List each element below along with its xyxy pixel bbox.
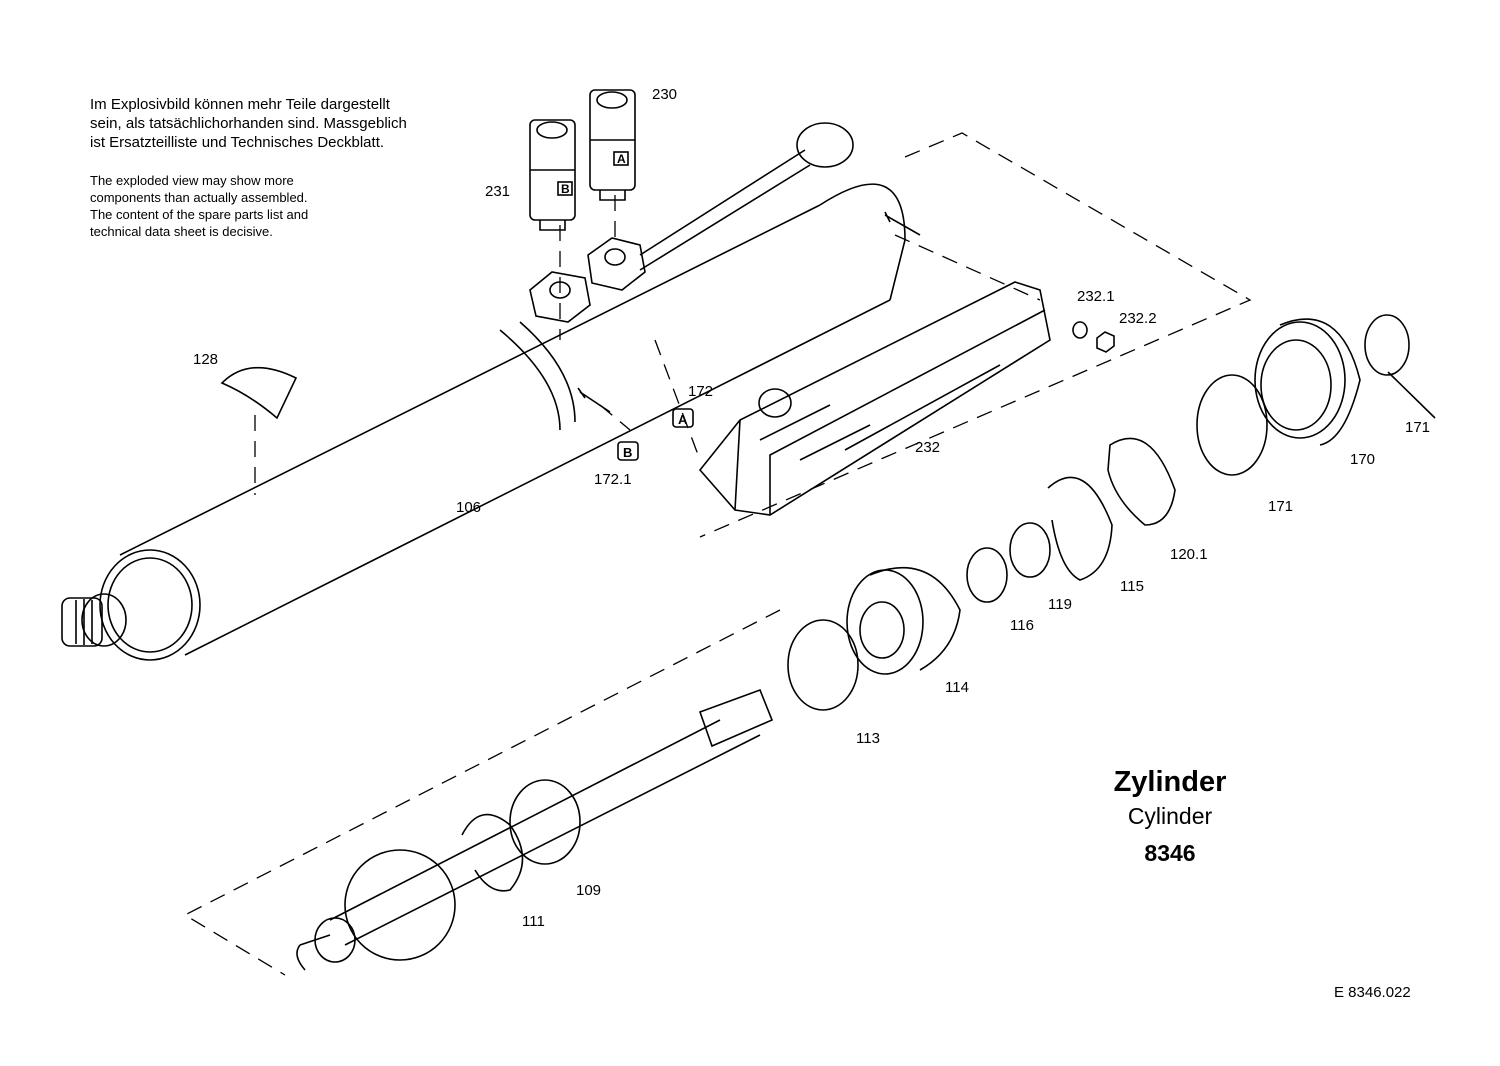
callout-232-1: 232.1 xyxy=(1077,288,1115,305)
callout-172: 172 xyxy=(688,383,713,400)
disclaimer-english-line: technical data sheet is decisive. xyxy=(90,223,273,239)
screw-lower xyxy=(577,387,611,413)
retaining-ring-115 xyxy=(1047,476,1113,581)
disclaimer-german-line: ist Ersatzteilliste und Technisches Deck… xyxy=(90,133,385,151)
callout-170: 170 xyxy=(1350,451,1375,468)
callout-232-2: 232.2 xyxy=(1119,310,1157,327)
check-valve-230: A xyxy=(589,89,636,201)
snap-ring-large xyxy=(1196,374,1268,476)
callout-116: 116 xyxy=(1010,617,1034,634)
callout-171-upper: 171 xyxy=(1405,419,1430,436)
callout-231: 231 xyxy=(485,183,510,200)
callout-114: 114 xyxy=(945,679,969,696)
port-marker-a: A xyxy=(678,412,688,427)
disclaimer-german-line: sein, als tatsächlichorhanden sind. Mass… xyxy=(90,114,407,132)
callout-115: 115 xyxy=(1120,578,1144,595)
disclaimer-german-line: Im Explosivbild können mehr Teile darges… xyxy=(90,96,390,113)
callout-119: 119 xyxy=(1048,596,1072,613)
cylinder-barrel xyxy=(61,122,906,661)
ring-109 xyxy=(509,779,581,865)
title-english: Cylinder xyxy=(1127,803,1213,829)
callout-106: 106 xyxy=(456,499,481,516)
piston xyxy=(846,566,961,675)
callout-232: 232 xyxy=(915,439,940,456)
callout-172-1: 172.1 xyxy=(594,471,632,488)
callout-109: 109 xyxy=(576,882,601,899)
screw-upper xyxy=(884,211,921,236)
seal-116 xyxy=(966,547,1008,603)
port-marker-b: B xyxy=(623,445,632,460)
disclaimer-english: The exploded view may show more componen… xyxy=(90,173,410,241)
ring-111 xyxy=(461,813,524,892)
piston-rod xyxy=(296,688,774,971)
nut xyxy=(1096,331,1115,353)
washer xyxy=(1072,321,1088,339)
lock-washer xyxy=(1107,437,1176,526)
disclaimer-german: Im Explosivbild können mehr Teile darges… xyxy=(90,96,490,152)
drawing-number: E 8346.022 xyxy=(1334,984,1411,1001)
callout-230: 230 xyxy=(652,86,677,103)
svg-text:B: B xyxy=(561,182,570,196)
disclaimer-english-line: components than actually assembled. xyxy=(90,189,308,205)
circlip-small xyxy=(1364,314,1436,419)
title-block: Zylinder Cylinder 8346 xyxy=(1090,766,1250,867)
callout-111: 111 xyxy=(522,913,545,930)
title-german: Zylinder xyxy=(1113,766,1227,798)
title-number: 8346 xyxy=(1144,840,1196,866)
disclaimer-english-line: The content of the spare parts list and xyxy=(90,206,309,222)
cylinder-head xyxy=(1254,318,1361,446)
callout-120-1: 120.1 xyxy=(1170,546,1208,563)
callout-171-lower: 171 xyxy=(1268,498,1293,515)
callout-128: 128 xyxy=(193,351,218,368)
check-valve-231: B xyxy=(529,119,576,231)
o-ring-113 xyxy=(787,619,859,711)
disclaimer-english-line: The exploded view may show more xyxy=(90,173,294,188)
callout-113: 113 xyxy=(856,730,880,747)
part-callouts: 230 231 128 172 172.1 106 232.1 232.2 23… xyxy=(193,86,1430,930)
svg-text:A: A xyxy=(617,152,626,166)
guide-ring-119 xyxy=(1009,522,1051,578)
hex-fittings xyxy=(529,237,646,323)
valve-block xyxy=(698,281,1051,516)
label-patch xyxy=(220,366,298,420)
